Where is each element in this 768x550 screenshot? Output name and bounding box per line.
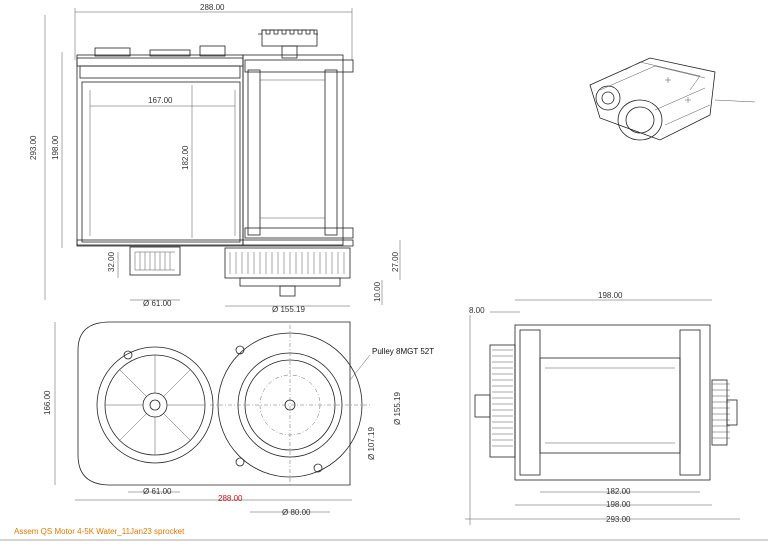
dim-frame-inner: 182.00: [606, 487, 631, 496]
dim-hub-dia: Ø 80.00: [282, 508, 311, 517]
dim-inner-dia: Ø 107.19: [367, 427, 376, 460]
dim-sprocket-dia: Ø 155.19: [272, 305, 305, 314]
dim-front-height-body: 198.00: [51, 135, 60, 160]
dim-side-height: 166.00: [43, 390, 52, 415]
dim-top-overall: 293.00: [606, 515, 631, 524]
motor-body: [76, 54, 244, 246]
iso-frame: [589, 57, 716, 141]
small-pulley: [129, 246, 181, 276]
dim-frame-mid: 198.00: [606, 500, 631, 509]
drawing-title: Assem QS Motor 4-5K Water_11Jan23 sprock…: [14, 527, 185, 536]
dim-front-width: 288.00: [200, 3, 225, 12]
right-frame: [242, 54, 344, 246]
dim-motor-width: 167.00: [148, 96, 173, 105]
front-view: 288.00 293.00 198.00 167.00 182.00: [29, 3, 401, 314]
dim-top-width: 198.00: [598, 291, 623, 300]
top-view: 198.00 8.00 182.00 198.00 293.00: [465, 291, 740, 525]
large-pulley: [224, 247, 351, 279]
dim-side-small-dia: Ø 61.00: [143, 487, 172, 496]
dim-gap-right: 27.00: [391, 251, 400, 272]
dim-side-width-red: 288.00: [218, 494, 243, 503]
dim-front-height-total: 293.00: [29, 135, 38, 160]
dim-outer-dia: Ø 155.19: [393, 392, 402, 425]
side-outline: [77, 321, 351, 486]
pulley-callout: Pulley 8MGT 52T: [372, 347, 434, 356]
isometric-view: [589, 57, 756, 141]
dim-left-offset: 8.00: [469, 306, 485, 315]
top-frame: [514, 324, 711, 481]
dim-small-pulley-dia: Ø 61.00: [143, 299, 172, 308]
dim-motor-height: 182.00: [181, 145, 190, 170]
dim-pulley-offset: 32.00: [107, 251, 116, 272]
side-view: 166.00 Pulley 8MGT 52T Ø 61.00 288.00 Ø …: [43, 321, 434, 517]
large-pulley-face: [217, 332, 363, 478]
dim-gap-bottom: 10.00: [373, 281, 382, 302]
